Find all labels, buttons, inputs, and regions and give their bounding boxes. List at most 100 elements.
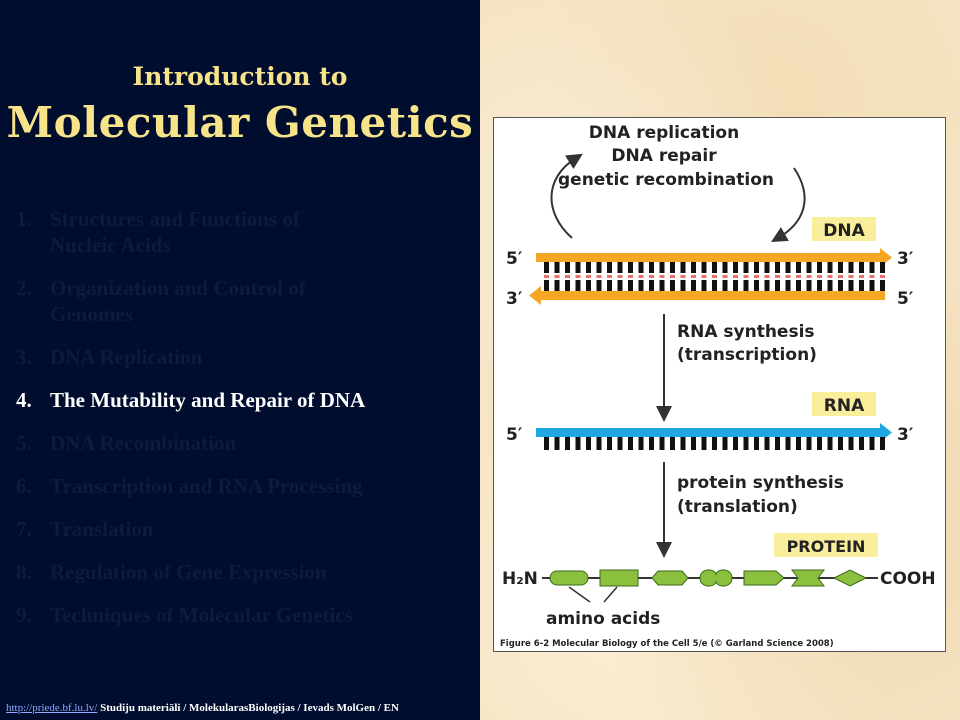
base-pair-bond	[701, 275, 707, 278]
base-pair-bond	[659, 275, 665, 278]
table-of-contents: 1. Structures and Functions of Nucleic A…	[16, 206, 472, 645]
label-rna-synthesis: RNA synthesis	[677, 322, 815, 342]
toc-label: Structures and Functions of	[50, 207, 300, 231]
rna-base	[722, 437, 728, 450]
base-pair-top	[638, 262, 644, 273]
toc-item-9[interactable]: 9. Techniques of Molecular Genetics	[16, 602, 472, 628]
base-pair-bond	[691, 275, 696, 278]
base-pair-bottom	[575, 280, 581, 291]
base-pair-bottom	[754, 280, 759, 291]
toc-number: 7.	[16, 517, 32, 541]
amino-acid-7	[832, 569, 868, 587]
rna-base	[764, 437, 770, 450]
toc-label: Transcription and RNA Processing	[50, 474, 363, 498]
toc-item-4-active[interactable]: 4. The Mutability and Repair of DNA	[16, 387, 472, 413]
rna-base	[775, 437, 780, 450]
rna-base	[785, 437, 791, 450]
dna-bottom-5prime: 5′	[897, 289, 914, 309]
rna-base	[680, 437, 686, 450]
amino-acid-1	[549, 570, 589, 586]
base-pair-bottom	[859, 280, 864, 291]
base-pair-bond	[743, 275, 749, 278]
base-pair-bond	[554, 275, 560, 278]
toc-number: 4.	[16, 388, 32, 412]
base-pair-bottom	[785, 280, 791, 291]
base-pair-top	[628, 262, 633, 273]
rna-base	[806, 437, 812, 450]
rna-base	[607, 437, 612, 450]
rna-base	[565, 437, 570, 450]
base-pair-top	[586, 262, 591, 273]
toc-label-cont: Nucleic Acids	[50, 233, 171, 257]
base-pair-bond	[575, 275, 581, 278]
base-pair-bottom	[796, 280, 801, 291]
base-pair-bond	[838, 275, 843, 278]
base-pair-bottom	[565, 280, 570, 291]
label-translation: (translation)	[677, 497, 798, 517]
base-pair-top	[764, 262, 770, 273]
base-pair-bond	[628, 275, 633, 278]
toc-number: 8.	[16, 560, 32, 584]
label-protein-synthesis: protein synthesis	[677, 473, 844, 493]
dna-tag: DNA	[823, 221, 865, 241]
base-pair-bottom	[586, 280, 591, 291]
base-pair-bond	[680, 275, 686, 278]
base-pair-bond	[565, 275, 570, 278]
base-pair-bond	[607, 275, 612, 278]
base-pair-top	[880, 262, 885, 273]
toc-item-6[interactable]: 6. Transcription and RNA Processing	[16, 473, 472, 499]
base-pair-bond	[806, 275, 812, 278]
toc-item-7[interactable]: 7. Translation	[16, 516, 472, 542]
base-pair-bond	[617, 275, 623, 278]
curved-arrow-left	[550, 153, 583, 239]
base-pair-bond	[848, 275, 854, 278]
base-pair-bottom	[712, 280, 717, 291]
rna-base	[859, 437, 864, 450]
base-pair-bottom	[838, 280, 843, 291]
base-pair-bottom	[722, 280, 728, 291]
base-pair-bond	[785, 275, 791, 278]
base-pair-bottom	[596, 280, 602, 291]
rna-strand	[536, 428, 881, 437]
base-pair-bottom	[848, 280, 854, 291]
base-pair-bond	[775, 275, 780, 278]
footer-path: Studiju materiāli / MolekularasBiologija…	[97, 702, 399, 714]
footer-link[interactable]: http://priede.bf.lu.lv/	[6, 702, 98, 714]
base-pair-bond	[544, 275, 549, 278]
base-pair-bottom	[544, 280, 549, 291]
toc-item-5[interactable]: 5. DNA Recombination	[16, 430, 472, 456]
pointer-amino-2	[603, 586, 618, 603]
toc-item-3[interactable]: 3. DNA Replication	[16, 344, 472, 370]
base-pair-top	[859, 262, 864, 273]
toc-item-2[interactable]: 2. Organization and Control of Genomes	[16, 275, 472, 327]
base-pair-bond	[649, 275, 654, 278]
dna-top-3prime: 3′	[897, 249, 914, 269]
base-pair-bond	[859, 275, 864, 278]
toc-item-8[interactable]: 8. Regulation of Gene Expression	[16, 559, 472, 585]
toc-item-1[interactable]: 1. Structures and Functions of Nucleic A…	[16, 206, 472, 258]
toc-label: The Mutability and Repair of DNA	[50, 388, 366, 412]
base-pair-bottom	[806, 280, 812, 291]
base-pair-top	[712, 262, 717, 273]
base-pair-top	[817, 262, 822, 273]
base-pair-top	[869, 262, 875, 273]
base-pair-top	[848, 262, 854, 273]
amino-acid-5	[743, 570, 785, 586]
rna-base	[617, 437, 623, 450]
label-genetic-recombination: genetic recombination	[558, 170, 774, 190]
base-pair-top	[680, 262, 686, 273]
base-pair-top	[649, 262, 654, 273]
base-pair-bottom	[554, 280, 560, 291]
protein-tag-bg	[774, 533, 878, 557]
base-pair-bond	[712, 275, 717, 278]
rna-base	[659, 437, 665, 450]
toc-number: 1.	[16, 207, 32, 231]
base-pair-bottom	[764, 280, 770, 291]
pointer-amino-1	[568, 586, 591, 603]
base-pair-top	[544, 262, 549, 273]
title-main: Molecular Genetics	[6, 98, 474, 147]
base-pair-top	[806, 262, 812, 273]
toc-label: Techniques of Molecular Genetics	[50, 603, 353, 627]
base-pair-bond	[796, 275, 801, 278]
figure-svg: DNA replication DNA repair genetic recom…	[500, 123, 936, 649]
